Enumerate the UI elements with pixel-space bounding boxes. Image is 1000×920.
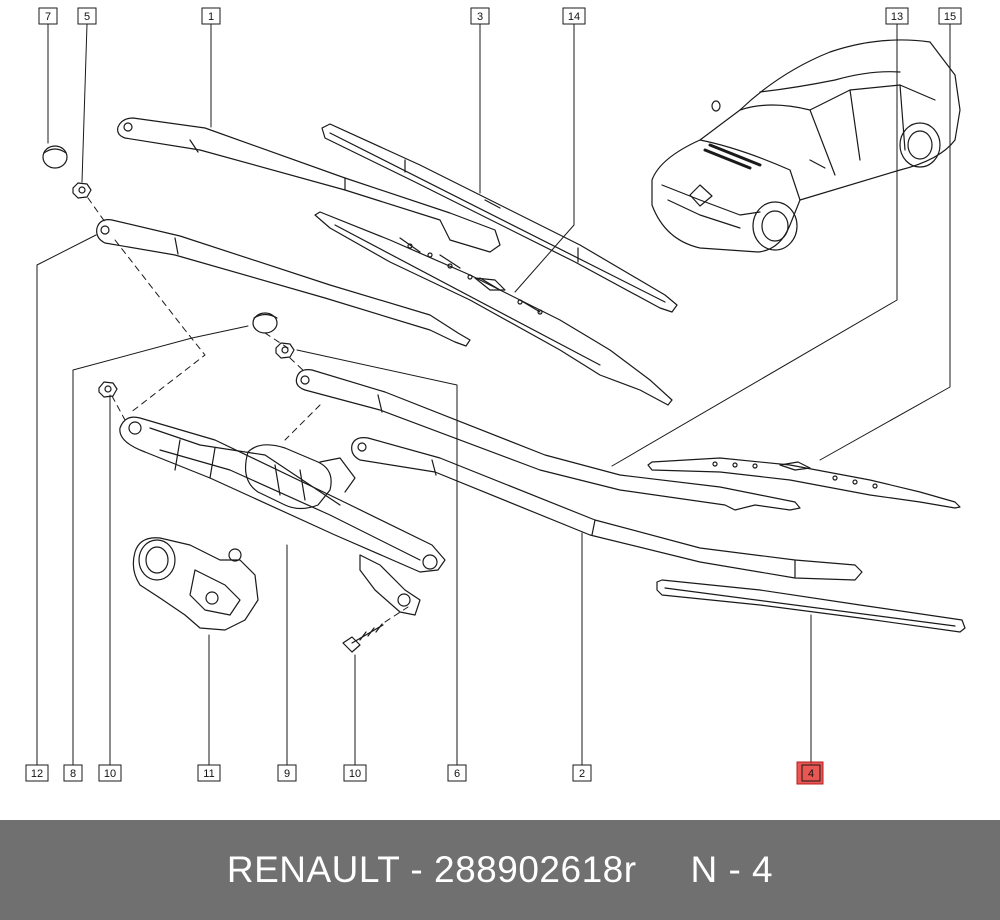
callout-7: 7 xyxy=(38,7,58,25)
callout-6: 6 xyxy=(447,764,467,782)
svg-text:8: 8 xyxy=(70,768,76,780)
callout-1: 1 xyxy=(201,7,221,25)
svg-text:1: 1 xyxy=(208,11,214,23)
callout-2: 2 xyxy=(572,764,592,782)
wiper-arm-1 xyxy=(117,117,501,253)
svg-text:10: 10 xyxy=(104,768,116,780)
callout-12: 12 xyxy=(25,764,49,782)
parts-diagram: 7 5 1 3 14 13 15 12 8 10 11 9 xyxy=(25,7,966,785)
cap-8 xyxy=(252,312,278,334)
bolt-10-bottom xyxy=(342,623,384,653)
svg-text:5: 5 xyxy=(84,11,90,23)
callout-9: 9 xyxy=(277,764,297,782)
callout-4-highlighted: 4 xyxy=(796,761,824,785)
assembly-dashes xyxy=(87,197,409,623)
footer-bar: RENAULT - 288902618r N - 4 xyxy=(0,820,1000,920)
car-illustration xyxy=(651,39,961,253)
nut-10-top xyxy=(98,381,118,398)
wiper-arm-13 xyxy=(295,369,801,511)
wiper-blade-4 xyxy=(656,579,966,633)
svg-text:14: 14 xyxy=(568,11,580,23)
wiper-blade-15 xyxy=(647,457,961,509)
callout-8: 8 xyxy=(63,764,83,782)
callout-3: 3 xyxy=(470,7,490,25)
wiper-linkage-9 xyxy=(119,416,446,616)
callout-10-right: 10 xyxy=(343,764,367,782)
svg-text:9: 9 xyxy=(284,768,290,780)
callout-5: 5 xyxy=(77,7,97,25)
callout-15: 15 xyxy=(938,7,962,25)
svg-text:13: 13 xyxy=(891,11,903,23)
svg-text:7: 7 xyxy=(45,11,51,23)
svg-text:12: 12 xyxy=(31,768,43,780)
svg-text:10: 10 xyxy=(349,768,361,780)
part-number-caption: RENAULT - 288902618r N - 4 xyxy=(226,849,774,890)
svg-text:2: 2 xyxy=(579,768,585,780)
callout-11: 11 xyxy=(197,764,221,782)
callout-13: 13 xyxy=(885,7,909,25)
wiper-blade-3 xyxy=(321,123,678,313)
svg-text:11: 11 xyxy=(203,768,214,780)
cap-7 xyxy=(42,145,68,169)
wiper-arm-12 xyxy=(96,219,471,347)
callout-14: 14 xyxy=(562,7,586,25)
svg-text:3: 3 xyxy=(477,11,483,23)
wiper-motor-11 xyxy=(132,537,259,631)
wiper-blade-14 xyxy=(314,211,673,406)
wiper-arm-2 xyxy=(351,437,863,581)
nut-6 xyxy=(275,342,295,359)
leader-lines xyxy=(36,23,951,766)
nut-5 xyxy=(72,182,92,199)
callout-10-left: 10 xyxy=(98,764,122,782)
svg-text:6: 6 xyxy=(454,768,460,780)
svg-text:15: 15 xyxy=(944,11,956,23)
svg-text:4: 4 xyxy=(808,768,814,780)
